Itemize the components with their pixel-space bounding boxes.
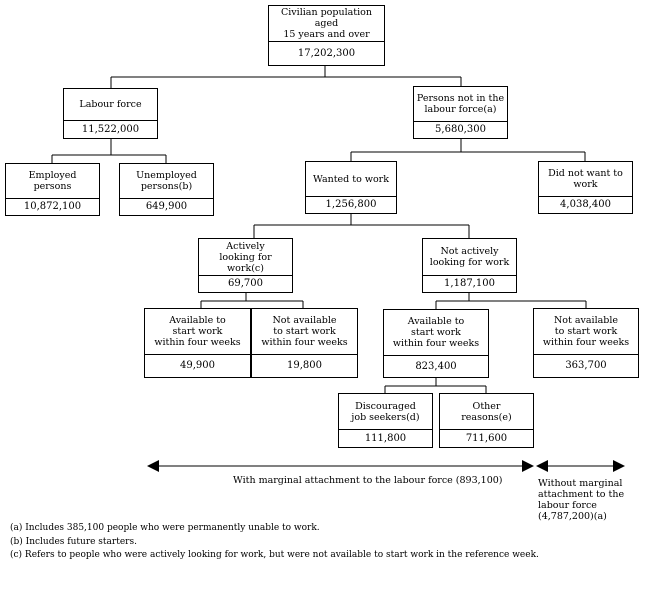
not-active-available-box: Available to start work within four week… (383, 309, 489, 378)
other-reasons-box: Other reasons(e) 711,600 (439, 393, 534, 448)
box-value: 1,256,800 (325, 199, 377, 210)
box-value: 49,900 (180, 360, 215, 371)
box-label: Other reasons(e) (440, 394, 533, 430)
box-value: 111,800 (364, 432, 407, 444)
box-label: Available to start work within four week… (145, 309, 250, 355)
box-value: 823,400 (415, 360, 457, 372)
marginal-attachment-label: With marginal attachment to the labour f… (233, 475, 503, 486)
box-value: 363,700 (565, 360, 607, 371)
employed-persons-box: Employed persons 10,872,100 (5, 163, 100, 216)
without-marginal-attachment-label: Without marginal attachment to the labou… (538, 478, 625, 522)
wanted-to-work-box: Wanted to work 1,256,800 (305, 161, 397, 214)
not-actively-looking-box: Not actively looking for work 1,187,100 (422, 238, 517, 293)
box-label: Actively looking for work(c) (199, 239, 292, 276)
box-label: Unemployed persons(b) (120, 164, 213, 199)
box-label: Available to start work within four week… (384, 310, 488, 356)
actively-looking-box: Actively looking for work(c) 69,700 (198, 238, 293, 293)
box-label: Not actively looking for work (423, 239, 516, 276)
box-value: 69,700 (228, 278, 263, 289)
box-label: Not available to start work within four … (252, 309, 357, 355)
not-active-not-available-box: Not available to start work within four … (533, 308, 639, 378)
box-label: Discouraged job seekers(d) (339, 394, 432, 430)
active-not-available-box: Not available to start work within four … (251, 308, 358, 378)
box-label: Employed persons (6, 164, 99, 199)
footnote-c: (c) Refers to people who were actively l… (10, 550, 539, 560)
box-value: 5,680,300 (435, 124, 486, 135)
box-value: 11,522,000 (81, 123, 140, 135)
civilian-population-box: Civilian population aged 15 years and ov… (268, 5, 385, 66)
box-value: 649,900 (145, 201, 188, 212)
not-in-labour-force-box: Persons not in the labour force(a) 5,680… (413, 86, 508, 139)
box-label: Did not want to work (539, 162, 632, 197)
box-value: 10,872,100 (23, 201, 82, 212)
discouraged-job-seekers-box: Discouraged job seekers(d) 111,800 (338, 393, 433, 448)
box-label: Labour force (64, 89, 157, 121)
box-label: Civilian population aged 15 years and ov… (269, 6, 384, 42)
box-value: 4,038,400 (560, 199, 611, 210)
active-available-box: Available to start work within four week… (144, 308, 251, 378)
labour-force-box: Labour force 11,522,000 (63, 88, 158, 139)
did-not-want-to-work-box: Did not want to work 4,038,400 (538, 161, 633, 214)
footnote-b: (b) Includes future starters. (10, 537, 137, 547)
box-value: 17,202,300 (297, 47, 356, 59)
box-value: 1,187,100 (444, 278, 495, 289)
box-label: Not available to start work within four … (534, 309, 638, 355)
box-value: 19,800 (287, 360, 322, 371)
box-label: Persons not in the labour force(a) (414, 87, 507, 122)
box-value: 711,600 (465, 432, 508, 444)
box-label: Wanted to work (306, 162, 396, 197)
footnote-a: (a) Includes 385,100 people who were per… (10, 523, 320, 533)
unemployed-persons-box: Unemployed persons(b) 649,900 (119, 163, 214, 216)
